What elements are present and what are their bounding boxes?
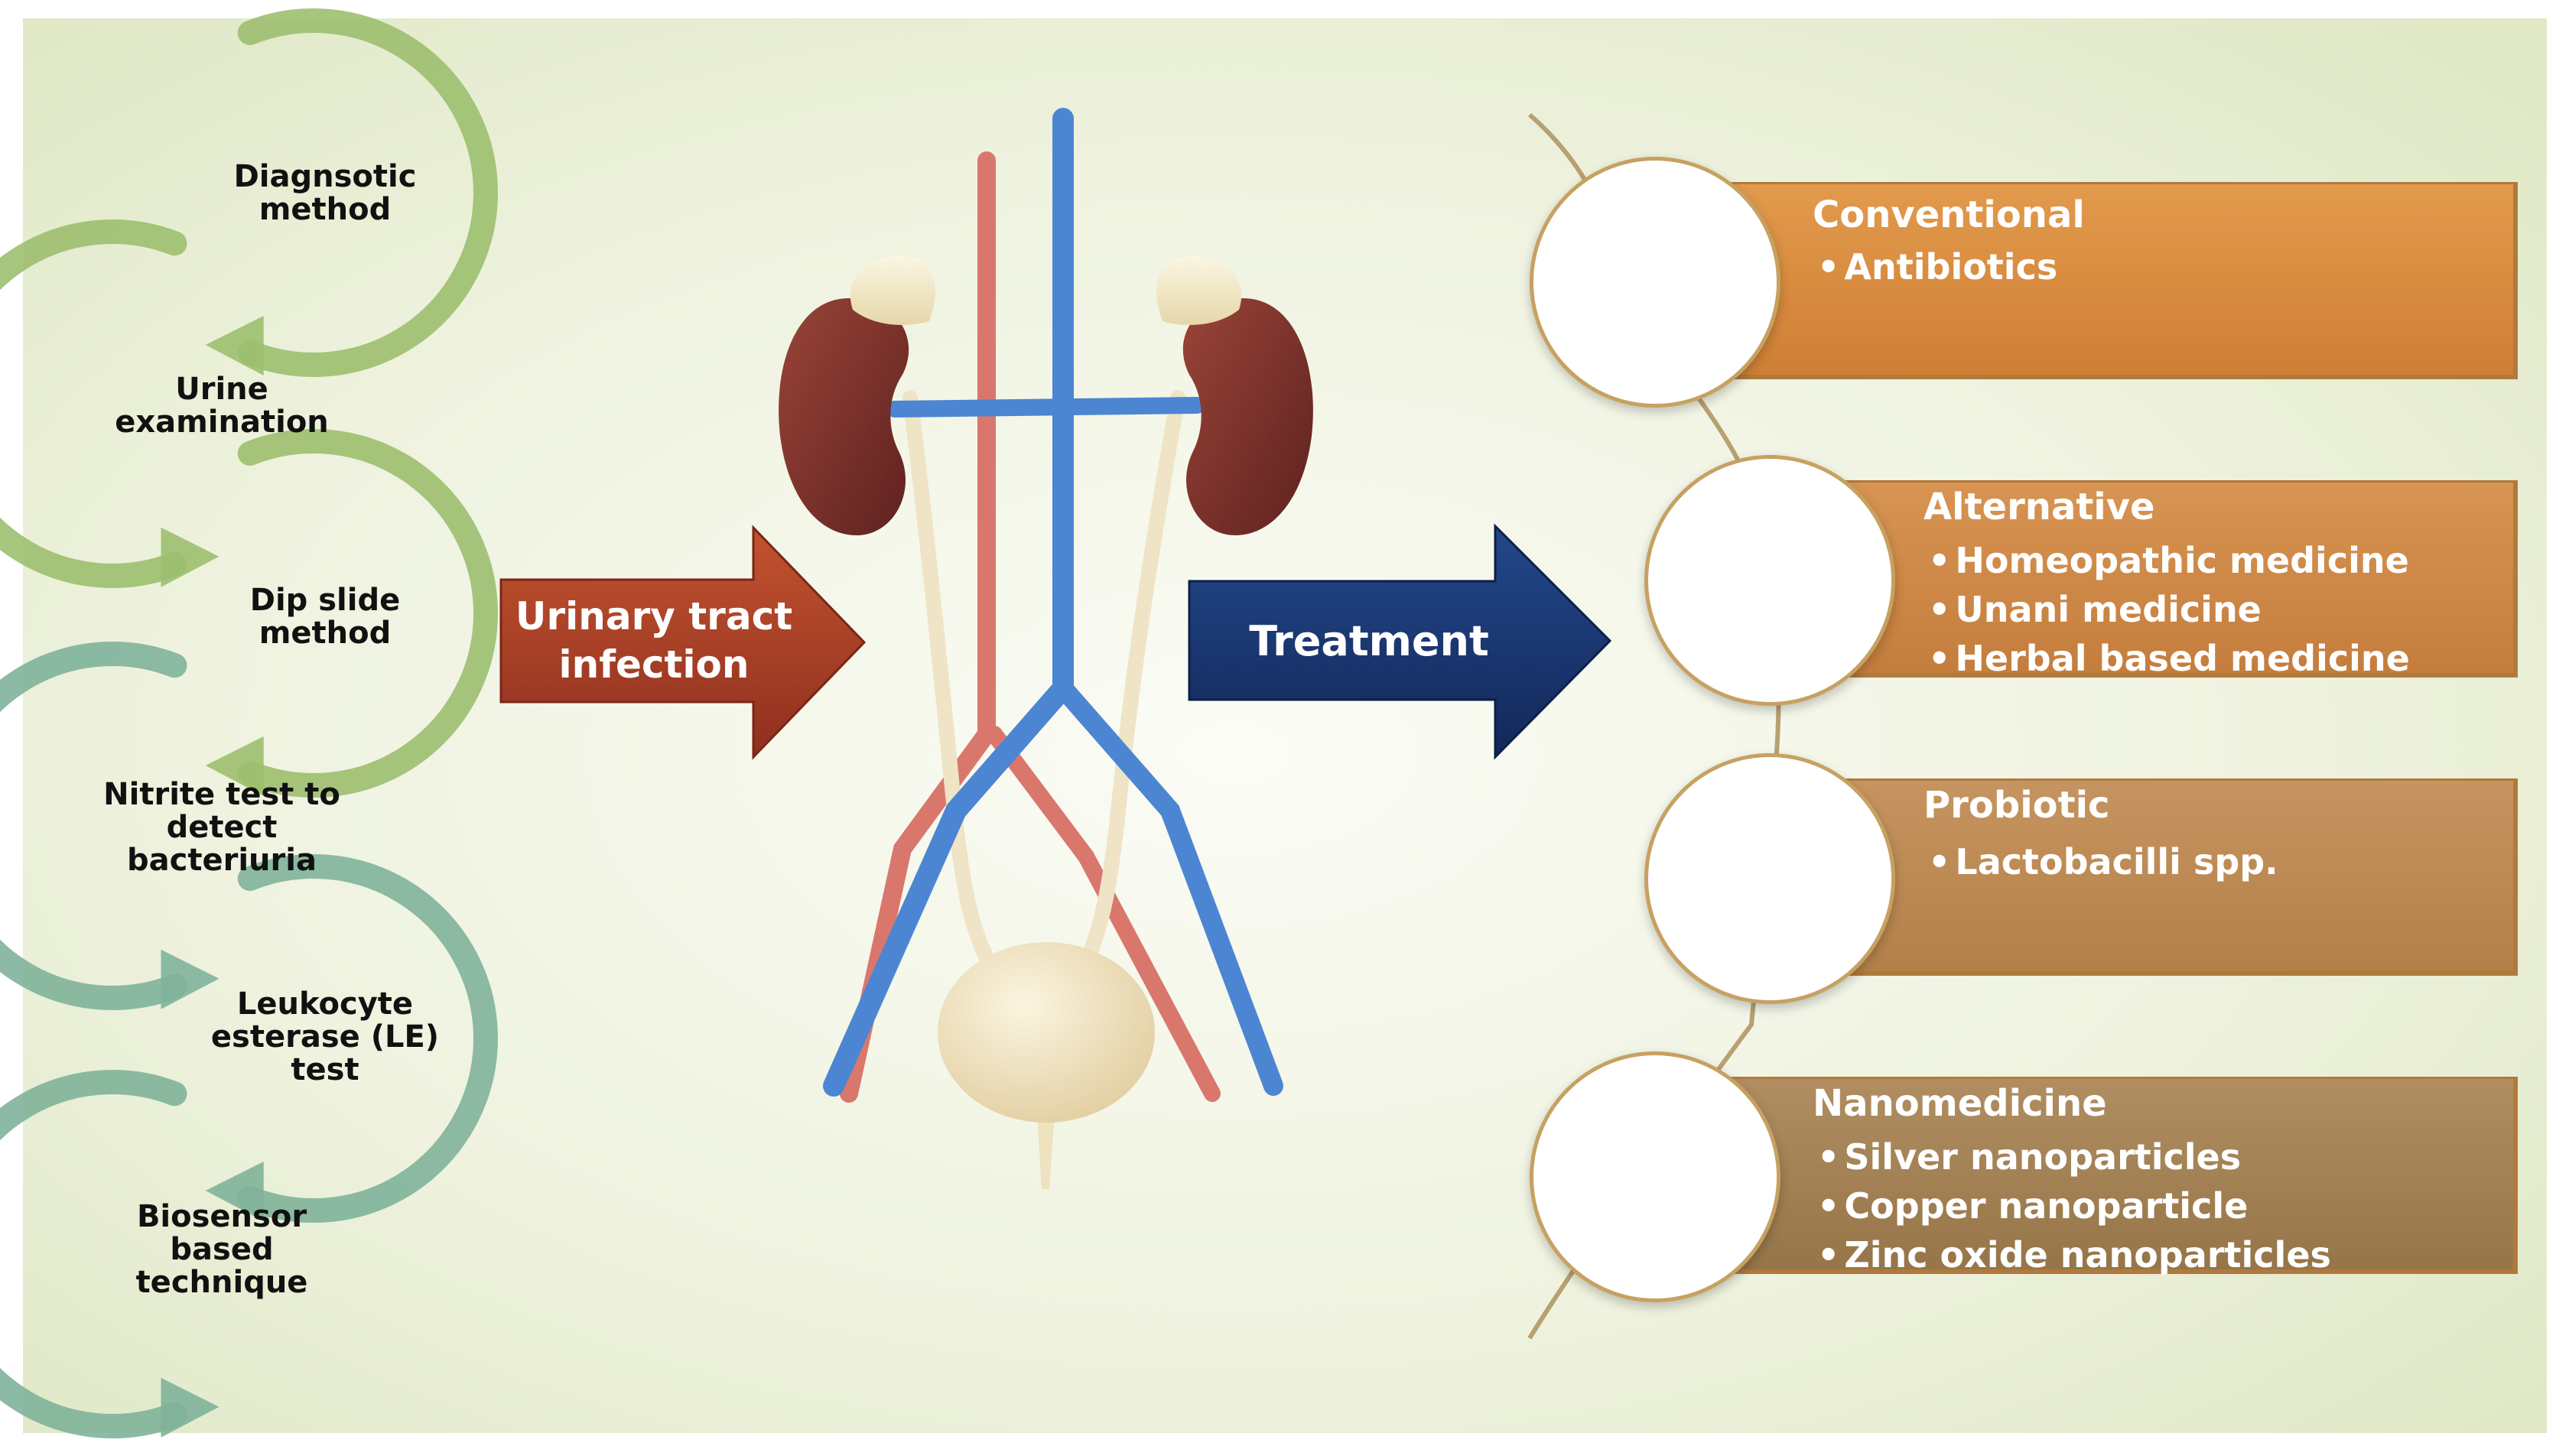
diagnostic-step-6-line-2: based [170, 1232, 274, 1268]
cycle-arrow-head-3 [205, 736, 264, 797]
bladder [938, 942, 1155, 1123]
adrenal-gland-right [1156, 255, 1242, 325]
treatment-items-nanomedicine: Silver nanoparticles Copper nanoparticle… [1817, 1133, 2331, 1279]
treatment-circle-conventional [1530, 157, 1780, 408]
diagnostic-step-1-label: Diagnsotic method [229, 159, 421, 228]
treatment-item: Unani medicine [1928, 585, 2410, 634]
treatment-circle-probiotic [1644, 753, 1895, 1004]
treatment-item: Zinc oxide nanoparticles [1817, 1230, 2331, 1279]
treatment-item: Silver nanoparticles [1817, 1133, 2331, 1181]
treatment-arrow [1188, 523, 1612, 760]
cycle-arrow-3 [237, 429, 498, 798]
treatment-item: Herbal based medicine [1928, 634, 2409, 683]
treatment-items-probiotic: Lactobacilli spp. [1928, 837, 2278, 886]
treatment-item: Copper nanoparticle [1817, 1181, 2331, 1230]
diagnostic-step-5-label: Leukocyte esterase (LE) test [206, 986, 444, 1088]
adrenal-gland-left [850, 255, 935, 325]
cycle-arrow-5 [237, 854, 498, 1223]
treatment-item: Lactobacilli spp. [1928, 837, 2278, 886]
diagnostic-step-4-line-2: detect [166, 810, 278, 846]
cycle-arrow-head-6 [161, 1377, 220, 1438]
cycle-arrow-4 [0, 642, 187, 1010]
iliac-artery-right [986, 726, 1221, 1102]
diagnostic-step-1-line-2: method [259, 192, 392, 228]
treatment-items-conventional: Antibiotics [1817, 242, 2057, 291]
cycle-arrow-head-5 [205, 1162, 264, 1222]
diagnostic-step-6-line-1: Biosensor [136, 1199, 307, 1234]
diagnostic-cycle [0, 8, 498, 1438]
diagnostic-step-3-label: Dip slide method [229, 583, 421, 652]
diagnostic-step-4-line-1: Nitrite test to [103, 777, 340, 812]
urinary-tract-infection-arrow [499, 525, 867, 760]
diagnostic-step-2-label: Urine examination [107, 372, 337, 440]
diagnostic-step-6-line-3: technique [135, 1265, 308, 1301]
diagnostic-step-2-line-1: Urine [175, 372, 268, 407]
treatment-item: Homeopathic medicine [1928, 536, 2410, 585]
treatment-items-alternative: Homeopathic medicine Unani medicine Herb… [1928, 536, 2410, 683]
treatment-title-conventional: Conventional [1813, 193, 2085, 236]
treatment-label: Treatment [1249, 617, 1489, 665]
diagnostic-step-3-line-2: method [259, 616, 392, 652]
diagnostic-step-5-line-3: test [291, 1052, 359, 1088]
treatment-box-probiotic: Probiotic Lactobacilli spp. [1839, 778, 2518, 976]
diagnostic-step-1-line-1: Diagnsotic [233, 159, 417, 194]
treatment-box-alternative: Alternative Homeopathic medicine Unani m… [1839, 480, 2518, 679]
diagnostic-step-2-line-2: examination [115, 405, 329, 440]
treatment-title-nanomedicine: Nanomedicine [1813, 1082, 2107, 1125]
iliac-vein-right [1053, 678, 1283, 1096]
treatment-circle-nanomedicine [1530, 1051, 1780, 1302]
diagnostic-step-5-line-2: esterase (LE) [210, 1019, 440, 1055]
renal-vein [886, 397, 1205, 418]
cycle-arrow-head-1 [205, 316, 264, 376]
treatment-box-nanomedicine: Nanomedicine Silver nanoparticles Copper… [1725, 1077, 2518, 1276]
kidney-right [1182, 298, 1313, 535]
cycle-arrow-1 [237, 8, 498, 377]
treatment-box-conventional: Conventional Antibiotics [1725, 182, 2518, 379]
cycle-arrow-2 [0, 219, 187, 588]
urethra [1036, 1101, 1055, 1189]
diagnostic-step-4-label: Nitrite test to detect bacteriuria [103, 778, 340, 878]
treatment-title-alternative: Alternative [1923, 486, 2155, 528]
diagnostic-step-4-line-3: bacteriuria [127, 843, 317, 879]
urinary-system-illustration [779, 108, 1313, 1189]
cycle-arrow-6 [0, 1070, 187, 1438]
treatment-title-probiotic: Probiotic [1923, 784, 2110, 827]
uti-line-1: Urinary tract [515, 594, 793, 639]
cycle-arrow-head-4 [161, 949, 220, 1009]
uti-line-2: infection [558, 642, 750, 687]
diagnostic-step-6-label: Biosensor based technique [107, 1199, 337, 1301]
treatment-item: Antibiotics [1817, 242, 2057, 291]
diagnostic-step-5-line-1: Leukocyte [236, 986, 414, 1022]
urinary-tract-infection-label: Urinary tract infection [505, 593, 803, 688]
treatment-circle-alternative [1644, 455, 1895, 706]
ureter-left [902, 390, 1017, 1002]
kidney-left [779, 298, 909, 535]
cycle-arrow-head-2 [161, 527, 220, 587]
diagnostic-step-3-line-1: Dip slide [249, 583, 401, 618]
